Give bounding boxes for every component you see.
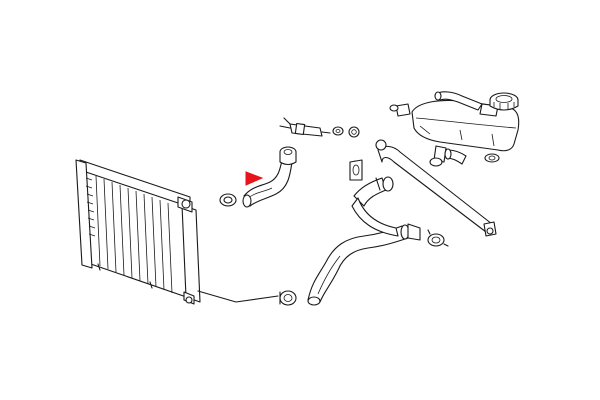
hose-clamp-upper [219,193,237,207]
coolant-expansion-tank [389,99,520,167]
thermostat-housing [349,159,399,237]
lower-radiator-hose [279,223,449,306]
leader-line-lower [197,290,279,303]
hose-clamp-mid [427,229,449,247]
hose-clamp-lower [279,290,297,306]
overflow-hose [434,91,483,111]
temperature-sensor [279,117,360,138]
upper-radiator-hose [219,146,297,208]
radiator [75,159,201,305]
return-pipe [375,139,497,237]
highlight-arrow-icon [245,171,264,186]
expansion-tank-cap [489,92,519,111]
